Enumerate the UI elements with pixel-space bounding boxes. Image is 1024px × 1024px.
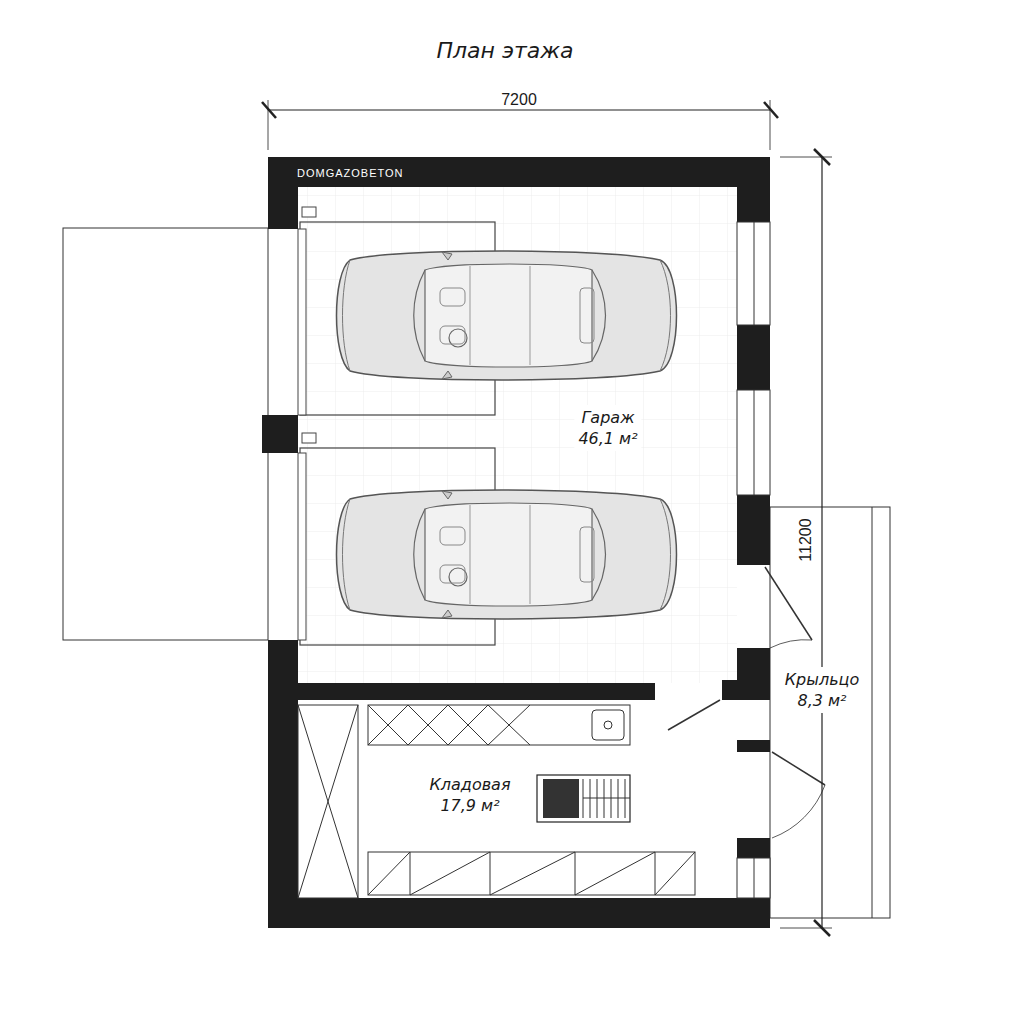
watermark: DOMGAZOBETON [297,167,404,179]
room-area: 8,3 м² [785,690,859,711]
plan-title: План этажа [436,38,573,63]
dimension-length: 11200 [797,516,815,563]
room-label: Кладовая17,9 м² [425,772,514,818]
room-label: Гараж46,1 м² [574,405,641,451]
room-area: 17,9 м² [429,795,510,816]
room-name: Гараж [578,407,637,428]
room-name: Крыльцо [785,669,859,690]
room-area: 46,1 м² [578,428,637,449]
dimension-width: 7200 [499,91,539,109]
room-label: Крыльцо8,3 м² [781,667,863,713]
room-name: Кладовая [429,774,510,795]
